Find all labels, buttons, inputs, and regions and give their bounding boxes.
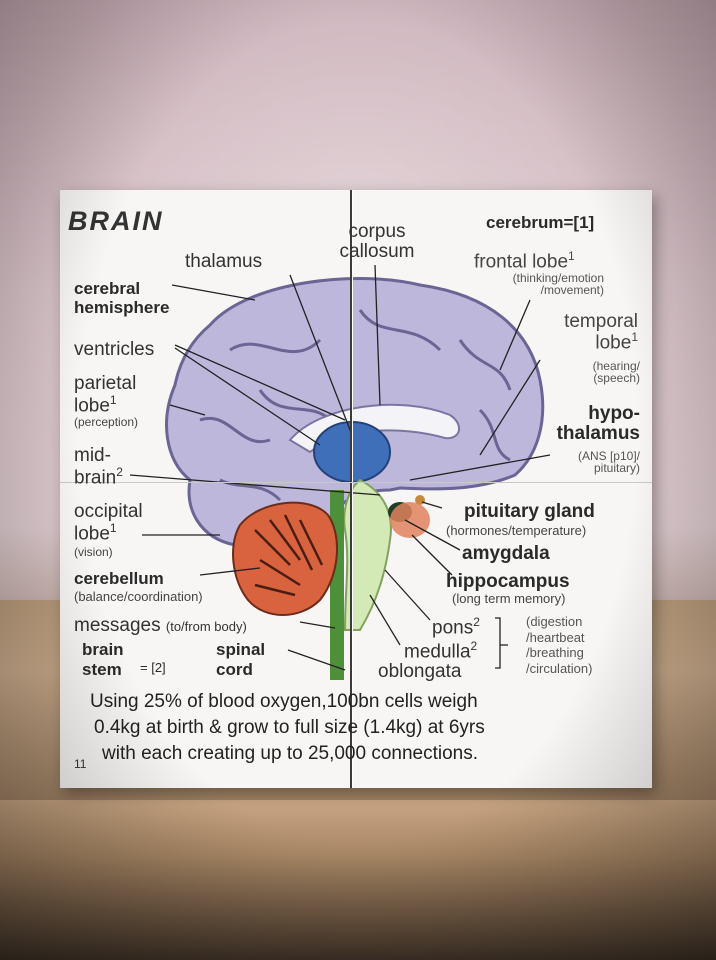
occipital-lobe-text: occipital lobe [74,501,143,545]
hypothalamus-description: (ANS [p10]/ pituitary) [577,449,640,475]
brain-info-card: BRAIN cerebrum=[1] corpus callosum thala… [60,190,652,788]
cerebrum-label: cerebrum=[1] [486,213,595,232]
pituitary-gland-description: (hormones/temperature) [446,523,587,538]
medulla-label: medulla2 [404,640,477,661]
card-fold-horizontal [60,482,652,483]
hippocampus-label: hippocampus [446,571,570,592]
brain-stem-reference: = [2] [140,660,166,675]
pons-text: pons [432,617,474,639]
messages-description: (to/from body) [165,619,247,634]
occipital-lobe-label: occipital lobe1 [74,501,174,545]
messages-text: messages [74,615,161,636]
oblongata-label: oblongata [378,661,462,682]
hippocampus-description: (long term memory) [452,591,566,606]
pons-label: pons2 [432,616,480,637]
temporal-lobe-text: temporal lobe [564,311,638,354]
midbrain-text: mid- brain [74,445,117,489]
occipital-lobe-superscript: 1 [109,520,117,535]
footer-line-2: 0.4kg at birth & grow to full size (1.4k… [94,717,485,738]
card-fold-vertical-highlight [352,190,353,788]
page-number: 11 [74,757,87,771]
cerebellum-description: (balance/coordination) [74,589,203,604]
cerebral-hemisphere-label: cerebral hemisphere [74,279,170,317]
spinal-cord-shape [330,490,344,680]
card-fold-vertical [350,190,352,788]
temporal-lobe-label: temporal lobe1 [538,312,638,352]
frontal-lobe-superscript: 1 [568,249,575,263]
thalamus-label: thalamus [185,251,263,272]
footer-line-1: Using 25% of blood oxygen,100bn cells we… [90,691,478,712]
frontal-lobe-description: (thinking/emotion /movement) [512,271,604,297]
messages-label: messages (to/from body) [74,616,247,635]
parietal-lobe-description: (perception) [74,415,139,429]
medulla-text: medulla [404,641,471,663]
footer-line-3: with each creating up to 25,000 connecti… [102,743,479,764]
parietal-lobe-text: parietal lobe [74,373,137,417]
pons-superscript: 2 [473,615,480,629]
shelf-front-edge [0,800,716,960]
brain-illustration [129,264,551,680]
brainstem-functions: (digestion /heartbeat /breathing /circul… [526,614,593,676]
frontal-lobe-label: frontal lobe1 [474,250,575,271]
label-pointer-lines [129,264,551,671]
brain-stem-label: brain stem [82,640,124,679]
frontal-lobe-text: frontal lobe [474,251,569,273]
corpus-callosum-label: corpus callosum [339,221,415,262]
card-title: BRAIN [68,206,164,236]
ventricles-label: ventricles [74,339,155,360]
parietal-lobe-superscript: 1 [109,392,117,407]
occipital-lobe-description: (vision) [74,545,113,559]
temporal-lobe-superscript: 1 [631,330,638,344]
hypothalamus-label: hypo- thalamus [556,403,640,444]
midbrain-superscript: 2 [116,464,123,479]
spinal-cord-label: spinal cord [216,640,266,679]
cerebellum-label: cerebellum [74,569,164,588]
amygdala-label: amygdala [462,543,550,564]
midbrain-label: mid- brain2 [74,445,144,489]
parietal-lobe-label: parietal lobe1 [74,373,154,417]
pituitary-gland-label: pituitary gland [464,501,595,522]
temporal-lobe-description: (hearing/ (speech) [592,359,640,385]
medulla-superscript: 2 [470,639,478,653]
